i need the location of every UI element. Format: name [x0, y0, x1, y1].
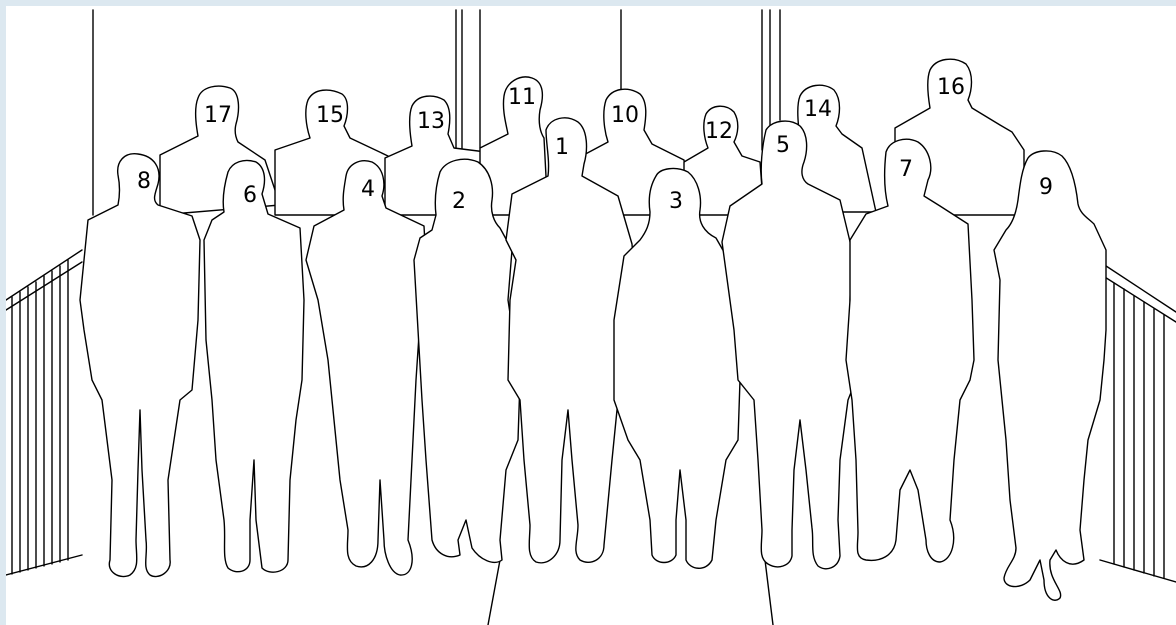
label-11: 11: [508, 85, 536, 110]
label-6: 6: [243, 183, 257, 208]
label-14: 14: [804, 97, 832, 122]
right-railing: [1100, 262, 1176, 582]
label-3: 3: [669, 189, 683, 214]
silhouette-3: [614, 169, 740, 569]
silhouette-2: [414, 159, 520, 562]
label-1: 1: [555, 135, 569, 160]
silhouette-6: [204, 160, 304, 572]
label-13: 13: [417, 109, 445, 134]
silhouette-4: [306, 161, 426, 575]
label-5: 5: [776, 133, 790, 158]
group-photo-key-diagram: 17 15 13 11 10 12 14 16 8 6 4 2 1 3 5 7 …: [6, 6, 1176, 625]
label-8: 8: [137, 169, 151, 194]
label-4: 4: [361, 177, 375, 202]
label-15: 15: [316, 103, 344, 128]
label-16: 16: [937, 75, 965, 100]
silhouette-8: [80, 154, 200, 577]
label-2: 2: [452, 189, 466, 214]
silhouette-9: [994, 151, 1106, 600]
walkway-right-edge: [765, 560, 773, 625]
label-17: 17: [204, 103, 232, 128]
label-7: 7: [899, 157, 913, 182]
label-10: 10: [611, 103, 639, 128]
label-12: 12: [705, 119, 733, 144]
walkway-left-edge: [488, 560, 500, 625]
label-9: 9: [1039, 175, 1053, 200]
left-railing: [6, 250, 82, 575]
